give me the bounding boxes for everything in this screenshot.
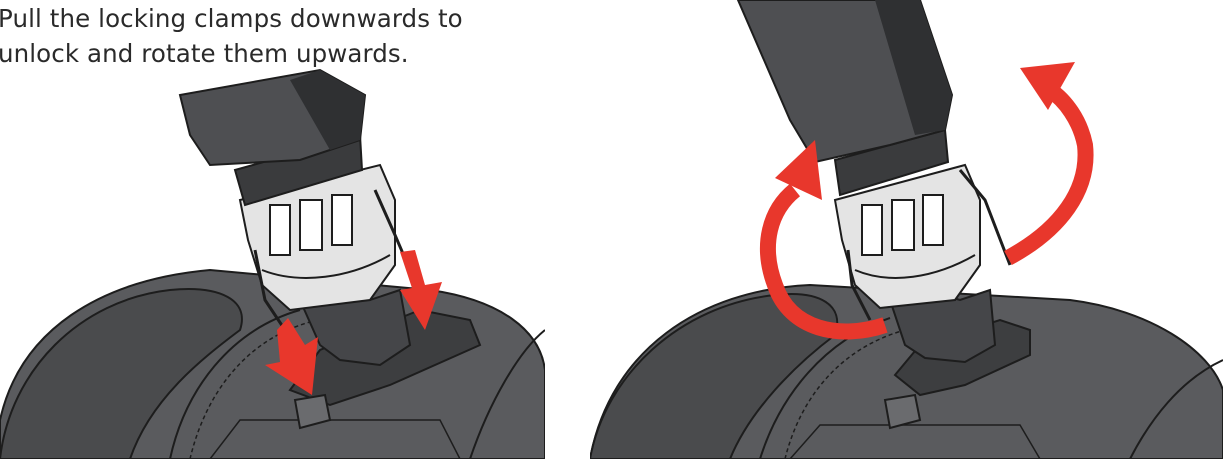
figure-clamps-rotated-up <box>590 0 1223 459</box>
figure-clamps-pulled-down <box>0 0 545 459</box>
rotate-arrow-right <box>1008 62 1086 258</box>
upper-hose <box>738 0 952 162</box>
